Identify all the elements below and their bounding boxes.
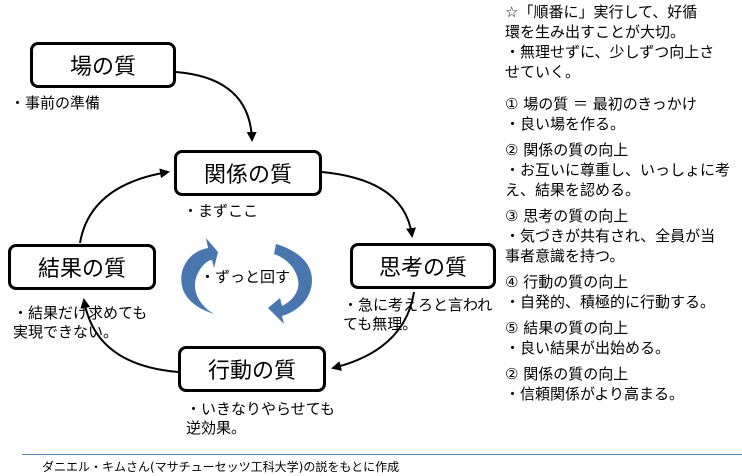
step-line: ・お互いに尊重し、いっしょに考 [505,161,731,179]
step-head: ④ 行動の質の向上 [505,273,629,291]
intro-line: せていく。 [505,63,581,81]
arrow-koudou-to-kekka [80,298,179,373]
node-ba: 場の質 [30,42,176,88]
note-shikou: ・急に考えろと言われ ても無理。 [343,296,493,333]
arrow-ba-to-kankei [175,71,257,142]
rotate-arrow-left-icon [181,238,218,314]
step-line: ・気づきが共有され、全員が当 [505,227,716,245]
arrow-kankei-to-shikou [321,171,416,238]
rotate-arrow-right-icon [268,244,312,324]
step-line: ・良い結果が出始める。 [505,339,671,357]
node-koudou: 行動の質 [178,346,326,392]
node-kankei: 関係の質 [174,150,322,196]
note-kankei: ・まずここ [183,202,259,220]
step-head: ② 関係の質の向上 [505,141,629,159]
center-label: ・ずっと回す [200,268,291,286]
node-shikou-label: 思考の質 [378,256,467,281]
node-kekka-label: 結果の質 [37,257,126,282]
intro-line: 環を生み出すことが大切。 [505,23,686,41]
node-ba-label: 場の質 [69,55,136,80]
arrow-shikou-to-koudou [331,291,415,371]
step-line: え、結果を認める。 [505,181,641,199]
node-kekka: 結果の質 [8,244,156,290]
node-shikou: 思考の質 [350,243,496,289]
step-line: 事者意識を持つ。 [505,247,625,265]
step-head: ⑤ 結果の質の向上 [505,319,629,337]
node-koudou-label: 行動の質 [207,359,296,384]
footer-divider [22,454,742,455]
note-kekka: ・結果だけ求めても 実現できない。 [13,304,148,341]
node-kankei-label: 関係の質 [203,163,292,188]
arrow-kekka-to-kankei [79,168,170,244]
side-explanation: ☆「順番に」実行して、好循 環を生み出すことが大切。 ・無理せずに、少しずつ向上… [505,2,741,404]
step-line: ・信頼関係がより高まる。 [505,385,684,403]
step-head: ① 場の質 ＝ 最初のきっかけ [505,95,697,113]
step-head: ③ 思考の質の向上 [505,207,629,225]
footer-credit: ダニエル・キムさん(マサチューセッツ工科大学)の説をもとに作成 [42,460,400,474]
intro-line: ・無理せずに、少しずつ向上さ [505,43,715,61]
step-line: ・自発的、積極的に行動する。 [505,293,716,311]
note-koudou: ・いきなりやらせても 逆効果。 [186,400,335,437]
note-ba: ・事前の準備 [10,94,101,112]
intro-line: ☆「順番に」実行して、好循 [505,3,698,21]
step-line: ・良い場を作る。 [505,115,626,133]
step-head: ② 関係の質の向上 [505,365,629,383]
